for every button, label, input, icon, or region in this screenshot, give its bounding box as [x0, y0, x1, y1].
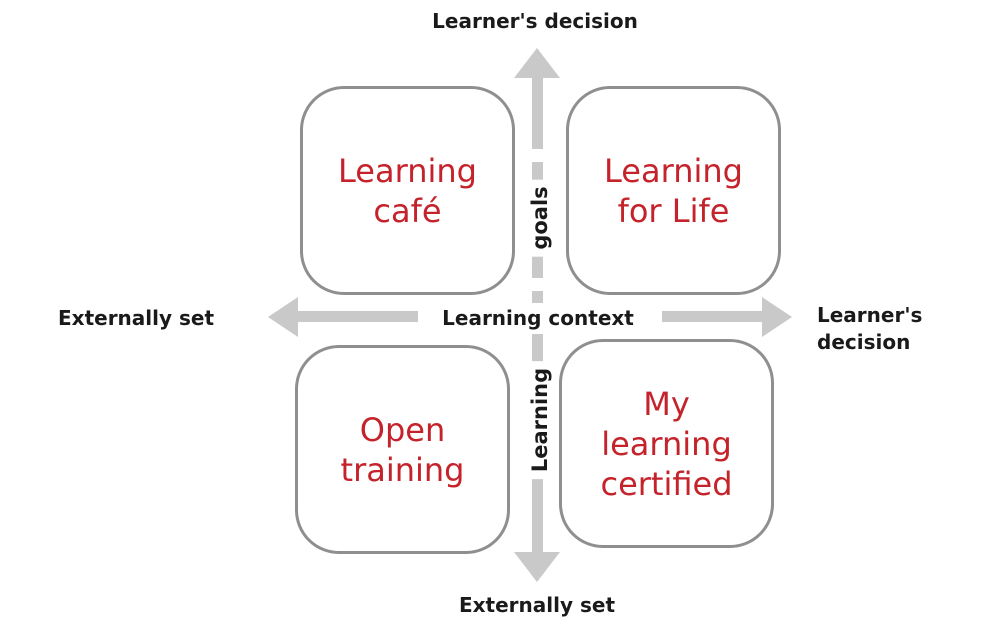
- horizontal-axis-right-shaft: [662, 311, 764, 322]
- arrow-left-icon: [268, 297, 298, 337]
- horizontal-axis-left-shaft: [295, 311, 493, 322]
- horizontal-axis-title: Learning context: [418, 303, 658, 334]
- vertical-axis-top-shaft: [532, 76, 543, 132]
- axis-label-right: Learner's decision: [817, 303, 923, 354]
- vertical-axis-bottom-shaft: [532, 482, 543, 554]
- axis-label-top: Learner's decision: [432, 9, 638, 33]
- arrow-up-icon: [514, 48, 560, 78]
- arrow-right-icon: [762, 297, 792, 337]
- quadrant-bottom-right: My learning certified: [559, 339, 774, 548]
- axis-label-bottom: Externally set: [458, 593, 616, 617]
- arrow-down-icon: [514, 552, 560, 582]
- quadrant-top-left: Learning café: [300, 86, 515, 295]
- vertical-axis-word-learning: Learning: [523, 360, 557, 480]
- vertical-axis-word-goals: goals: [523, 179, 557, 257]
- quadrant-top-right: Learning for Life: [566, 86, 781, 295]
- axis-label-left: Externally set: [58, 306, 215, 330]
- quadrant-bottom-left: Open training: [295, 345, 510, 554]
